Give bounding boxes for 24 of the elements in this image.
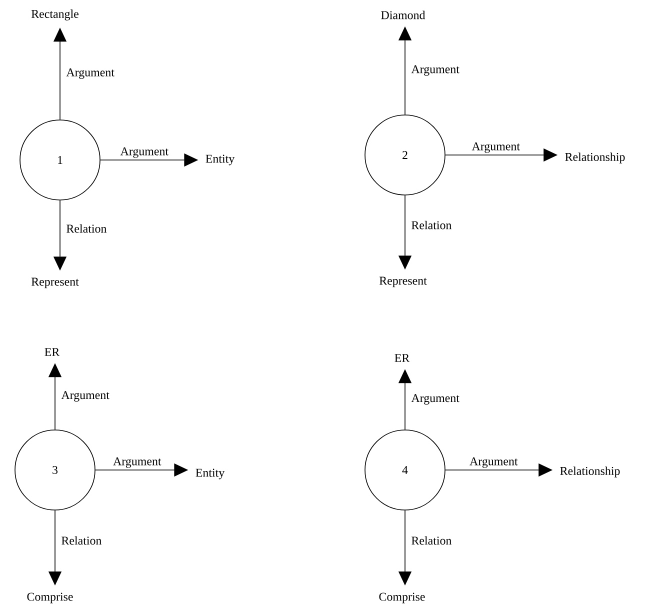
term-label: ER [394,354,410,362]
edge-label: Relation [66,224,107,233]
edge-label: Argument [113,457,162,468]
term-label: Rectangle [31,10,78,20]
edge-label: Argument [472,142,520,153]
edge-label: Argument [120,147,168,158]
edge-label: Argument [61,391,110,402]
term-label: Represent [379,276,427,288]
term-label: Comprise [379,592,425,604]
term-label: Entity [206,154,235,166]
edge-label: Relation [62,536,102,545]
term-label: Represent [31,278,79,288]
edge-label: Relation [412,220,452,230]
edge-label: Relation [412,536,452,545]
term-label: Relationship [565,152,625,164]
edge-label: Argument [66,68,114,79]
term-label: Diamond [381,10,426,20]
edge-label: Argument [411,65,460,76]
edge-label: Argument [411,394,460,405]
term-label: Relationship [560,466,620,478]
edge-label: Argument [470,457,518,468]
term-label: Entity [196,468,225,480]
term-label: ER [44,348,60,356]
term-label: Comprise [27,592,73,604]
